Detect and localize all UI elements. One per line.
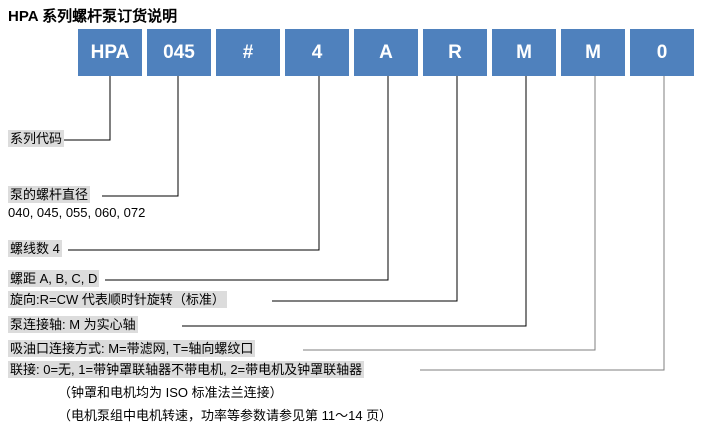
code-string-row: HPA 045 # 4 A R M M 0: [78, 29, 694, 76]
code-box-shaft[interactable]: M: [492, 29, 556, 76]
code-box-rotation[interactable]: R: [423, 29, 487, 76]
label-suction-port: 吸油口连接方式: M=带滤网, T=轴向螺纹口: [8, 340, 256, 357]
label-series-code: 系列代码: [8, 130, 65, 147]
note-motor-params: （电机泵组中电机转速，功率等参数请参见第 11～14 页）: [58, 408, 393, 423]
code-box-series[interactable]: HPA: [78, 29, 142, 76]
code-box-hash[interactable]: #: [216, 29, 280, 76]
label-thread-count: 螺线数 4: [8, 240, 62, 257]
note-iso-flange: （钟罩和电机均为 ISO 标准法兰连接）: [58, 385, 283, 400]
leader-line-coupling: [420, 76, 665, 371]
label-rotation: 旋向:R=CW 代表顺时针旋转（标准）: [8, 291, 227, 308]
code-box-pitch[interactable]: A: [354, 29, 418, 76]
label-screw-diameter: 泵的螺杆直径: [8, 186, 91, 203]
code-box-diameter[interactable]: 045: [147, 29, 211, 76]
leader-line-rotation: [272, 76, 458, 302]
code-box-threads[interactable]: 4: [285, 29, 349, 76]
leader-line-diameter: [102, 76, 179, 197]
code-box-suction[interactable]: M: [561, 29, 625, 76]
leader-line-threads: [68, 76, 320, 251]
label-pitch: 螺距 A, B, C, D: [8, 270, 100, 287]
leader-line-pitch: [105, 76, 389, 281]
label-diameter-values: 040, 045, 055, 060, 072: [8, 205, 146, 220]
code-box-coupling[interactable]: 0: [630, 29, 694, 76]
label-coupling: 联接: 0=无, 1=带钟罩联轴器不带电机, 2=带电机及钟罩联轴器: [8, 361, 365, 378]
page-title: HPA 系列螺杆泵订货说明: [8, 8, 178, 25]
leader-line-shaft: [182, 76, 527, 327]
leader-line-suction: [303, 76, 596, 351]
label-pump-shaft: 泵连接轴: M 为实心轴: [8, 316, 138, 333]
leader-line-series: [64, 76, 111, 141]
